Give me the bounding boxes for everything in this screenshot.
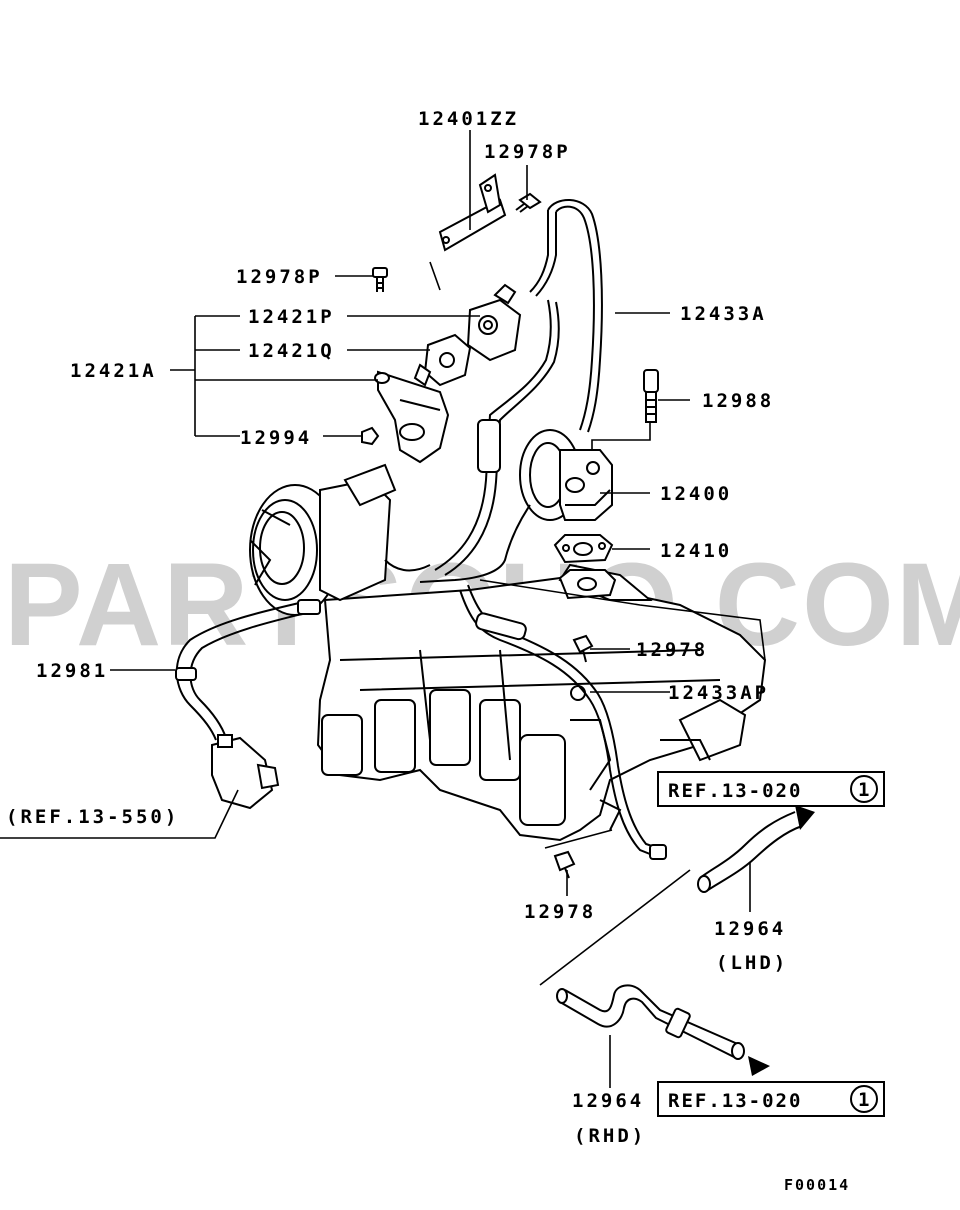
nut-12994 xyxy=(361,426,380,446)
ref-box-upper[interactable]: REF.13-020 1 xyxy=(657,771,885,807)
label-12978p-top: 12978P xyxy=(484,141,571,163)
label-rhd: (RHD) xyxy=(574,1125,646,1147)
label-12433ap: 12433AP xyxy=(668,682,769,704)
label-12994: 12994 xyxy=(240,427,312,449)
manifold-flange xyxy=(558,569,617,600)
ref-box-upper-text: REF.13-020 xyxy=(668,780,802,802)
ref-box-lower-circle-number: 1 xyxy=(858,1089,869,1111)
vacuum-hose-12433a xyxy=(384,199,603,583)
label-12978-mid: 12978 xyxy=(636,639,708,661)
label-ref-13-550: (REF.13-550) xyxy=(6,806,179,828)
label-12988: 12988 xyxy=(702,390,774,412)
bolt-12978-mid xyxy=(572,634,594,663)
ref-box-lower[interactable]: REF.13-020 1 xyxy=(657,1081,885,1117)
vacuum-sensor xyxy=(211,734,280,810)
hose-12964-rhd xyxy=(556,984,770,1076)
label-12410: 12410 xyxy=(660,540,732,562)
label-12421p: 12421P xyxy=(248,306,335,328)
throttle-body xyxy=(249,463,397,616)
label-12978-bottom: 12978 xyxy=(524,901,596,923)
hose-12981 xyxy=(175,599,321,741)
hose-12964-lhd xyxy=(697,805,815,893)
label-lhd: (LHD) xyxy=(716,952,788,974)
leader-lines xyxy=(0,130,766,1088)
ref-box-lower-text: REF.13-020 xyxy=(668,1090,802,1112)
vacuum-pipe-12433ap xyxy=(459,584,667,860)
bracket-12401zz xyxy=(438,173,507,252)
egr-valve xyxy=(519,429,613,521)
solenoid-bracket xyxy=(374,370,450,464)
label-12421a: 12421A xyxy=(70,360,157,382)
label-12964-rhd: 12964 xyxy=(572,1090,644,1112)
solenoid-valve-12421p xyxy=(466,283,522,362)
bolt-12978p-top xyxy=(515,192,542,213)
label-12401zz: 12401ZZ xyxy=(418,108,519,130)
label-12978p-left: 12978P xyxy=(236,266,323,288)
solenoid-valve-12421q xyxy=(413,333,472,387)
egr-gasket xyxy=(553,534,614,564)
label-12433a: 12433A xyxy=(680,303,767,325)
label-12964-lhd: 12964 xyxy=(714,918,786,940)
bolt-12978-bottom xyxy=(553,850,576,879)
figure-code: F00014 xyxy=(784,1176,850,1194)
label-12400: 12400 xyxy=(660,483,732,505)
label-12981: 12981 xyxy=(36,660,108,682)
ref-box-upper-circle-number: 1 xyxy=(858,779,869,801)
callout-labels: 12401ZZ 12978P 12978P 12421P 12421Q 1242… xyxy=(6,108,788,1147)
label-12421q: 12421Q xyxy=(248,340,335,362)
bolt-12988 xyxy=(643,369,659,423)
bolt-12978p-left xyxy=(372,267,388,292)
